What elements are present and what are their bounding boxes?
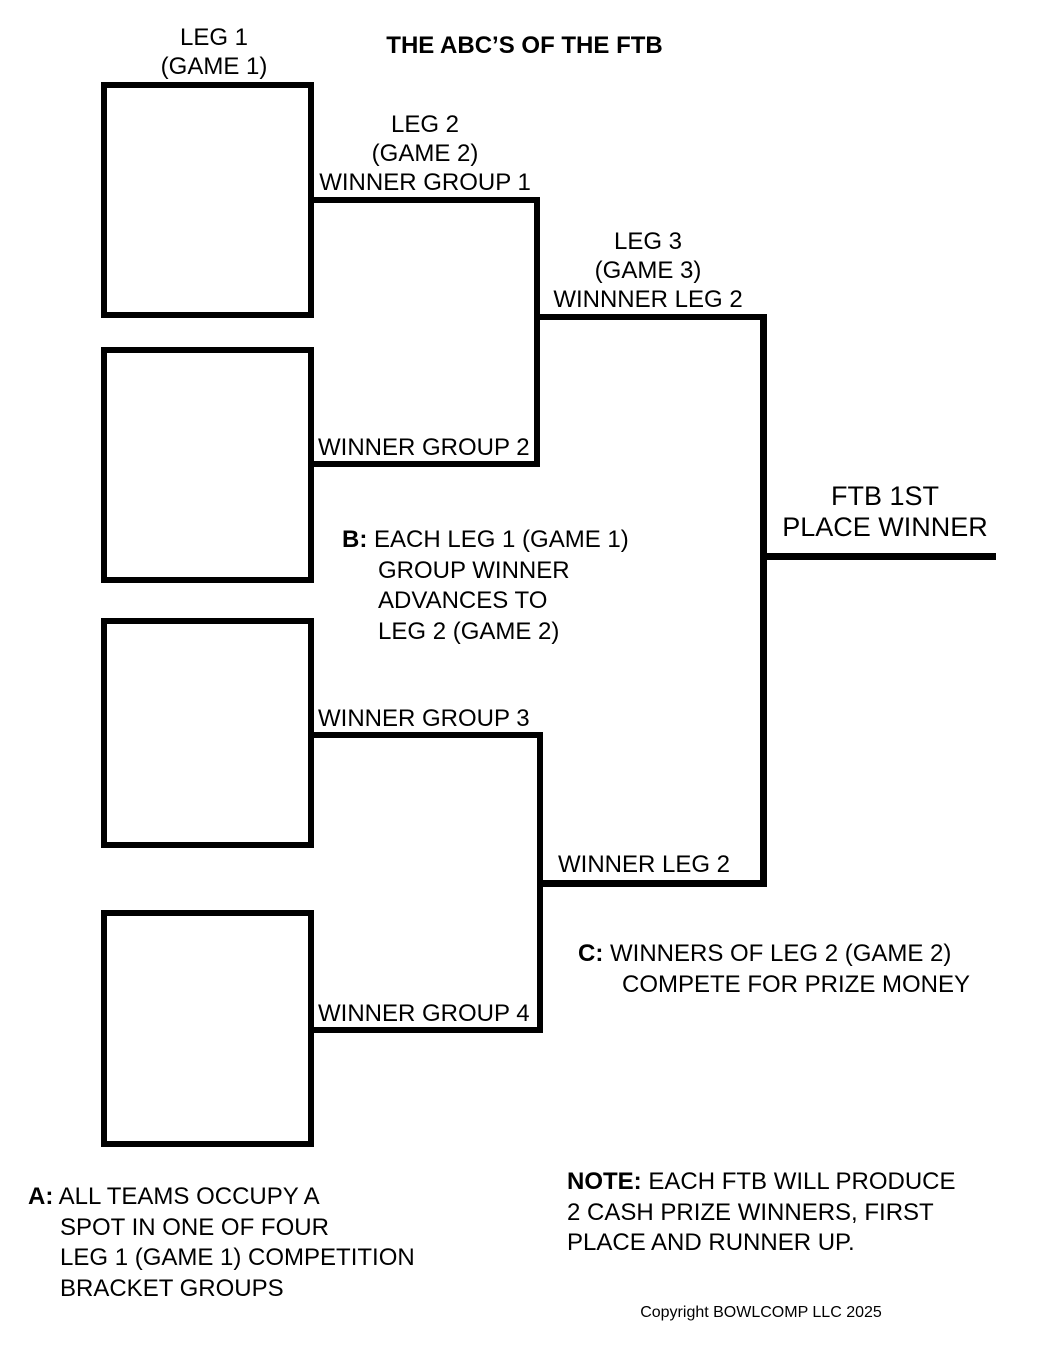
winner-group-4-label: WINNER GROUP 4: [318, 1000, 530, 1027]
note-general-text: EACH FTB WILL PRODUCE 2 CASH PRIZE WINNE…: [567, 1168, 956, 1256]
note-c: C: WINNERS OF LEG 2 (GAME 2) COMPETE FOR…: [578, 939, 1008, 1000]
page-title: THE ABC’S OF THE FTB: [386, 32, 663, 59]
copyright-text: Copyright BOWLCOMP LLC 2025: [640, 1304, 882, 1321]
leg2-header: LEG 2 (GAME 2) WINNER GROUP 1: [319, 111, 531, 196]
winner-group-1-line: [308, 197, 540, 203]
bracket-box-group-4: [101, 910, 314, 1147]
winner-group-4-line: [308, 1027, 543, 1033]
champion-label: FTB 1ST PLACE WINNER: [782, 481, 988, 542]
note-a-text: ALL TEAMS OCCUPY A SPOT IN ONE OF FOUR L…: [58, 1183, 415, 1302]
winner-group-3-label: WINNER GROUP 3: [318, 705, 530, 732]
winner-leg-2-label: WINNER LEG 2: [558, 851, 731, 878]
note-a-prefix: A:: [28, 1183, 54, 1210]
bracket-box-group-2: [101, 347, 314, 583]
note-c-text: WINNERS OF LEG 2 (GAME 2) COMPETE FOR PR…: [610, 940, 971, 998]
note-general: NOTE: EACH FTB WILL PRODUCE 2 CASH PRIZE…: [567, 1167, 1007, 1259]
leg2-upper-connector: [534, 197, 540, 467]
note-general-prefix: NOTE:: [567, 1168, 642, 1195]
winnner-leg-2-line: [534, 314, 767, 320]
bracket-box-group-3: [101, 618, 314, 848]
winner-group-2-line: [308, 461, 540, 467]
winner-leg-2-line: [537, 880, 767, 887]
leg1-header: LEG 1 (GAME 1): [160, 24, 268, 80]
note-b: B: EACH LEG 1 (GAME 1) GROUP WINNER ADVA…: [342, 525, 682, 647]
leg3-header: LEG 3 (GAME 3) WINNNER LEG 2: [553, 228, 743, 313]
champion-line: [760, 553, 996, 560]
winner-group-2-label: WINNER GROUP 2: [318, 434, 530, 461]
note-b-text: EACH LEG 1 (GAME 1) GROUP WINNER ADVANCE…: [374, 526, 629, 645]
leg3-connector: [760, 314, 767, 887]
note-a: A: ALL TEAMS OCCUPY A SPOT IN ONE OF FOU…: [28, 1182, 458, 1304]
bracket-box-group-1: [101, 82, 314, 318]
note-c-prefix: C:: [578, 940, 604, 967]
note-b-prefix: B:: [342, 526, 368, 553]
winner-group-3-line: [308, 732, 543, 738]
